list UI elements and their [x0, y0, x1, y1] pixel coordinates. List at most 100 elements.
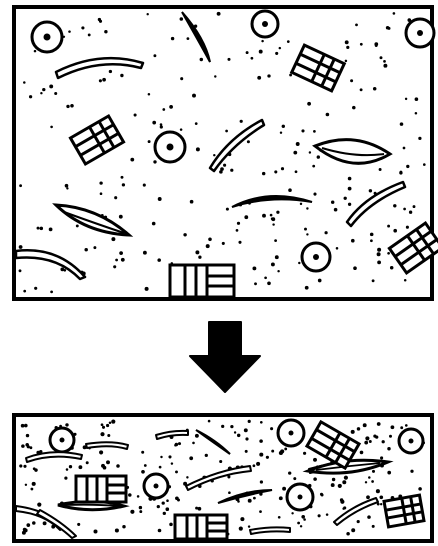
matrix-dot [240, 517, 244, 521]
matrix-dot [365, 481, 367, 483]
matrix-dot [195, 507, 198, 510]
matrix-dot [377, 260, 381, 264]
matrix-dot [189, 456, 193, 460]
matrix-dot [237, 500, 240, 503]
matrix-dot [393, 12, 396, 15]
circle-grain [50, 428, 74, 452]
matrix-dot [252, 266, 256, 270]
matrix-dot [144, 464, 147, 467]
matrix-dot [19, 245, 23, 249]
matrix-dot [300, 203, 302, 205]
matrix-dot [69, 465, 72, 468]
matrix-dot [309, 151, 311, 153]
matrix-dot [128, 493, 132, 497]
matrix-dot [37, 227, 40, 230]
matrix-dot [251, 57, 254, 60]
matrix-dot [406, 165, 409, 168]
matrix-dot [101, 423, 104, 426]
matrix-dot [306, 233, 308, 235]
matrix-dot [190, 200, 194, 204]
matrix-dot [195, 434, 199, 438]
matrix-dot [23, 290, 26, 293]
laminated-grain [175, 515, 227, 539]
matrix-dot [143, 251, 147, 255]
matrix-dot [403, 147, 406, 150]
matrix-dot [313, 193, 316, 196]
matrix-dot [379, 495, 383, 499]
matrix-dot [382, 440, 385, 443]
matrix-dot [121, 176, 124, 179]
matrix-dot [305, 286, 309, 290]
matrix-dot [405, 98, 407, 100]
matrix-dot [122, 183, 125, 186]
matrix-dot [205, 454, 208, 457]
matrix-dot [351, 430, 355, 434]
matrix-dot [253, 464, 256, 467]
matrix-dot [19, 184, 22, 187]
matrix-dot [259, 453, 263, 457]
matrix-dot [175, 443, 178, 446]
matrix-dot [111, 237, 115, 241]
matrix-dot [344, 197, 347, 200]
matrix-dot [288, 188, 292, 192]
matrix-dot [262, 214, 266, 218]
circle-grain [287, 484, 313, 510]
matrix-dot [379, 168, 382, 171]
matrix-dot [60, 268, 64, 272]
matrix-dot [208, 420, 211, 423]
matrix-dot [313, 477, 317, 481]
panel-before [14, 7, 438, 299]
matrix-dot [399, 171, 402, 174]
matrix-dot [332, 478, 335, 481]
matrix-dot [296, 142, 300, 146]
matrix-dot [178, 442, 181, 445]
matrix-dot [34, 468, 37, 471]
matrix-dot [393, 204, 396, 207]
matrix-dot [389, 435, 392, 438]
matrix-dot [270, 427, 273, 430]
matrix-dot [363, 423, 367, 427]
matrix-dot [214, 75, 216, 77]
matrix-dot [141, 470, 145, 474]
matrix-dot [94, 530, 98, 534]
matrix-dot [244, 215, 248, 219]
matrix-dot [289, 74, 292, 77]
matrix-dot [266, 456, 269, 459]
matrix-dot [23, 81, 26, 84]
matrix-dot [237, 222, 240, 225]
matrix-dot [275, 255, 279, 259]
matrix-dot [357, 520, 360, 523]
matrix-dot [122, 525, 125, 528]
matrix-dot [279, 496, 283, 500]
matrix-dot [331, 200, 334, 203]
matrix-dot [282, 487, 286, 491]
matrix-dot [423, 163, 426, 166]
matrix-dot [272, 223, 274, 225]
matrix-dot [66, 468, 69, 471]
matrix-dot [340, 500, 344, 504]
matrix-dot [143, 184, 146, 187]
matrix-dot [208, 238, 212, 242]
matrix-dot [21, 424, 25, 428]
matrix-dot [25, 443, 29, 447]
matrix-dot [120, 74, 123, 77]
matrix-dot [415, 97, 419, 101]
matrix-dot [245, 450, 248, 453]
matrix-dot [342, 480, 346, 484]
matrix-dot [387, 252, 390, 255]
matrix-dot [256, 462, 260, 466]
matrix-dot [370, 233, 374, 237]
matrix-dot [19, 464, 22, 467]
matrix-dot [21, 444, 25, 448]
matrix-dot [372, 279, 375, 282]
matrix-dot [278, 516, 281, 519]
matrix-dot [222, 242, 225, 245]
circle-grain [399, 429, 423, 453]
matrix-dot [183, 233, 186, 236]
matrix-dot [261, 40, 263, 42]
matrix-dot [301, 515, 305, 519]
matrix-dot [86, 461, 89, 464]
matrix-dot [119, 251, 123, 255]
matrix-dot [377, 252, 381, 256]
matrix-dot [102, 78, 106, 82]
